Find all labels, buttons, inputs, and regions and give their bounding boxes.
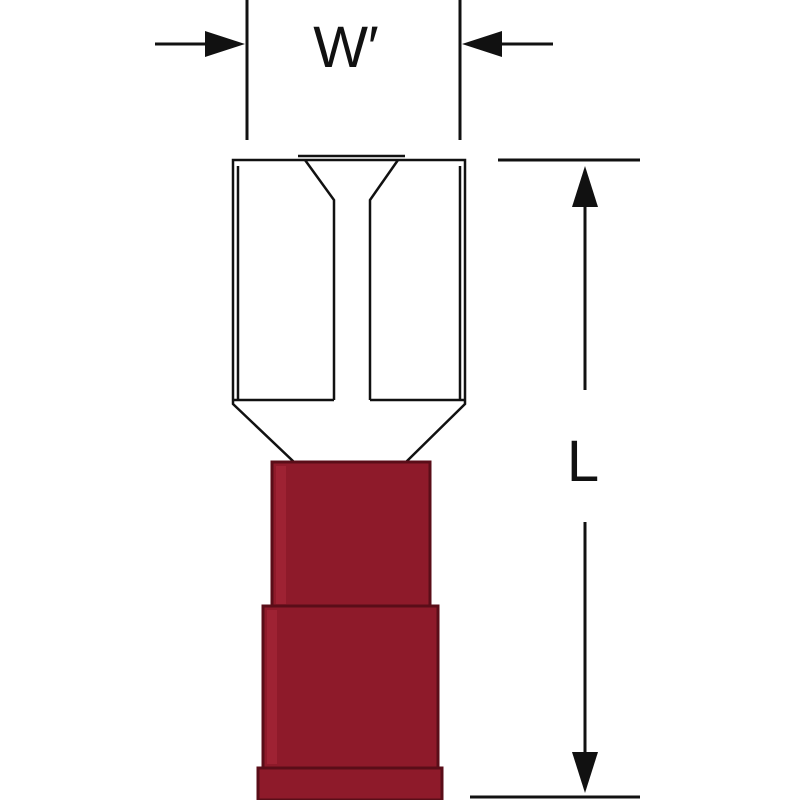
width-arrowhead-left [205, 31, 245, 57]
insulation-sleeve [256, 460, 444, 800]
sleeve-flange [256, 766, 444, 800]
receptacle-inner-walls [236, 166, 462, 400]
metal-receptacle [231, 154, 467, 464]
sleeve-upper [270, 460, 432, 610]
width-label: W′ [313, 15, 379, 80]
length-arrowhead-bottom [572, 752, 598, 793]
sleeve-lower-highlight [267, 610, 277, 764]
length-arrowhead-top [572, 166, 598, 207]
sleeve-upper-highlight [276, 466, 286, 604]
receptacle-slot [298, 154, 405, 400]
width-arrowhead-right [462, 31, 502, 57]
width-dimension [155, 0, 553, 140]
sleeve-lower [261, 604, 440, 770]
length-dimension [470, 158, 640, 799]
receptacle-outline [231, 158, 467, 464]
length-label: L [567, 429, 599, 494]
